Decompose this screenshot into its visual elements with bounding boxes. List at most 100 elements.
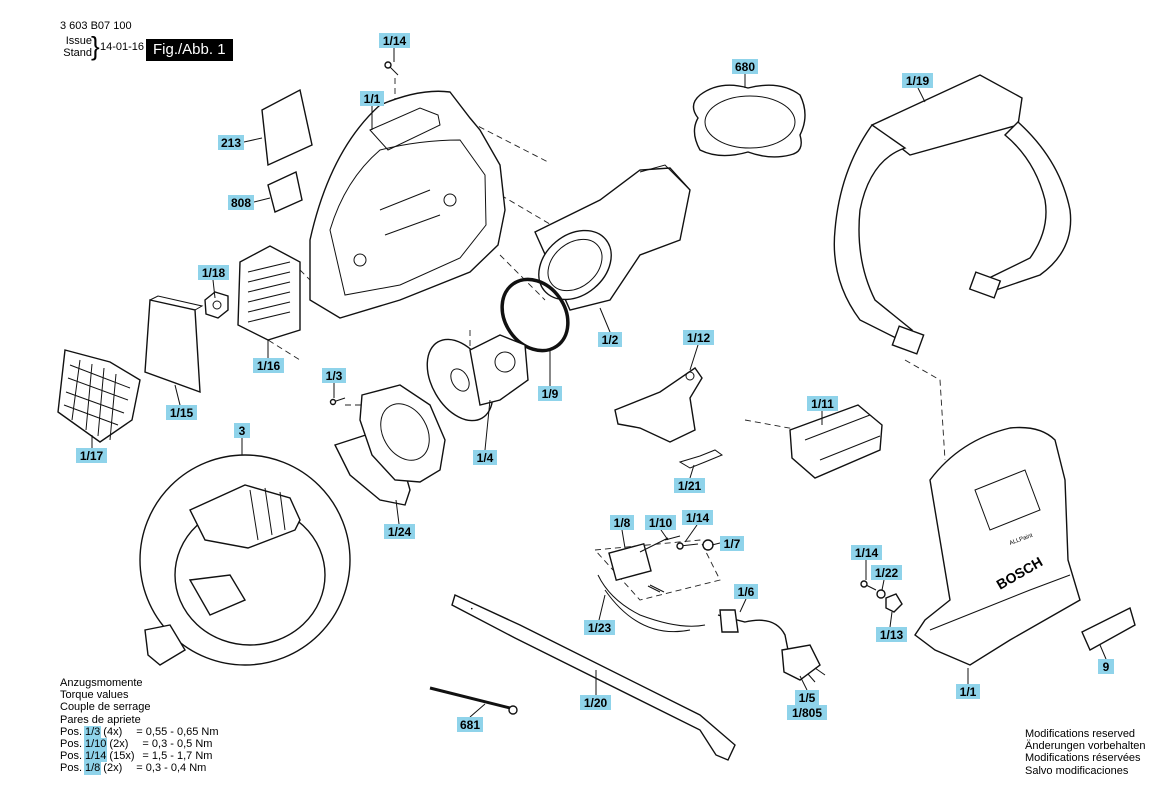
label-1-11: 1/11 [807,396,838,411]
svg-text:213: 213 [221,136,241,150]
screw-1-14-mid [676,542,699,550]
svg-text:1/20: 1/20 [584,696,608,710]
label-1-4: 1/4 [473,450,497,465]
part-1-18-knob [204,291,229,319]
torque-value: = 1,5 - 1,7 Nm [142,750,213,763]
issue-date: 14-01-16 [100,41,145,53]
svg-text:1/21: 1/21 [678,479,702,493]
stand-label: Stand [63,47,92,59]
label-1-21: 1/21 [674,478,705,493]
figure-badge: Fig./Abb. 1 [146,39,233,61]
torque-value: = 0,3 - 0,5 Nm [142,738,213,751]
label-3: 3 [234,423,250,438]
part-808-sticker [267,170,303,213]
issue-label: Issue [65,35,92,47]
part-1-21-clip [678,449,724,469]
svg-text:1/14: 1/14 [383,34,407,48]
part-1-6-power-cable [717,609,791,661]
part-1-24-motor-cover [334,384,446,506]
label-213: 213 [218,135,244,150]
part-680-gasket [692,84,806,158]
label-1-2: 1/2 [598,332,622,347]
svg-text:1/6: 1/6 [738,585,755,599]
label-680: 680 [732,59,758,74]
svg-text:1/14: 1/14 [855,546,879,560]
svg-text:1/4: 1/4 [477,451,494,465]
torque-title-fr: Couple de serrage [60,701,151,714]
torque-qty: (2x) [109,738,129,751]
part-1-20-stick: • [451,594,736,761]
screw-1-3 [329,397,346,406]
torque-qty: (4x) [103,725,123,738]
torque-ref: 1/3 [84,725,102,739]
part-1-13-nut [885,593,903,613]
label-1-14-top: 1/14 [379,33,410,48]
label-1-19: 1/19 [902,73,933,88]
doc-number: 3 603 B07 100 [60,20,132,32]
svg-text:1/10: 1/10 [649,516,673,530]
modifications-en: Modifications reserved [1025,728,1136,740]
torque-value: = 0,55 - 0,65 Nm [136,725,219,738]
svg-text:1/1: 1/1 [364,92,381,106]
torque-title-en: Torque values [60,689,129,702]
header-brace: } [91,31,100,61]
torque-row: Pos. 1/3 (4x) = 0,55 - 0,65 Nm [60,725,219,739]
label-1-8: 1/8 [610,515,634,530]
torque-qty: (15x) [109,750,135,763]
part-1-9-o-ring [500,277,570,353]
svg-text:1/5: 1/5 [799,691,816,705]
svg-text:3: 3 [239,424,246,438]
modifications-fr: Modifications réservées [1025,752,1141,765]
svg-text:1/17: 1/17 [80,449,104,463]
torque-row: Pos. 1/10 (2x) = 0,3 - 0,5 Nm [60,738,219,751]
leader-lines [91,48,1107,718]
part-1-4-fan-motor [426,334,529,422]
svg-text:1/12: 1/12 [687,331,711,345]
svg-text:808: 808 [231,196,251,210]
label-1-9: 1/9 [538,386,562,401]
label-1-14-right: 1/14 [851,545,882,560]
label-1-22: 1/22 [871,565,902,580]
svg-text:1/7: 1/7 [724,537,741,551]
label-681: 681 [457,717,483,732]
label-9: 9 [1098,659,1114,674]
torque-values-table: Anzugsmomente Torque values Couple de se… [60,677,219,775]
part-1-8-switch-assembly [597,537,706,633]
part-1-5-plug [781,644,826,683]
torque-ref: 1/10 [84,738,108,751]
label-1-17: 1/17 [76,448,107,463]
modifications-de: Änderungen vorbehalten [1025,740,1146,753]
svg-text:1/2: 1/2 [602,333,619,347]
torque-title-de: Anzugsmomente [60,677,143,689]
svg-text:1/24: 1/24 [388,525,412,539]
torque-ref: 1/14 [84,750,108,763]
part-213-label-card [261,88,313,167]
label-808: 808 [228,195,254,210]
svg-text:1/14: 1/14 [686,511,710,525]
torque-title-es: Pares de apriete [60,713,141,726]
label-1-23: 1/23 [584,620,615,635]
torque-pos: Pos. [60,750,83,763]
modifications-notice: Modifications reserved Änderungen vorbeh… [1025,728,1145,777]
label-1-1-top: 1/1 [360,91,384,106]
torque-row: Pos. 1/14 (15x) = 1,5 - 1,7 Nm [60,750,219,763]
label-1-1-bottom: 1/1 [956,684,980,699]
part-3-hose [139,454,351,666]
svg-text:1/805: 1/805 [792,706,822,720]
svg-text:1/13: 1/13 [880,628,904,642]
label-1-14-mid: 1/14 [682,510,713,525]
torque-row: Pos. 1/8 (2x) = 0,3 - 0,4 Nm [60,762,219,775]
torque-ref: 1/8 [84,762,102,775]
svg-text:1/19: 1/19 [906,74,930,88]
part-681-brush [429,686,518,715]
svg-text:1/3: 1/3 [326,369,343,383]
torque-pos: Pos. [60,738,83,751]
part-1-1-housing-right: BOSCH ALLPaint [914,426,1081,666]
screw-1-14-top [384,61,399,76]
svg-text:1/15: 1/15 [170,406,194,420]
svg-text:1/9: 1/9 [542,387,559,401]
label-1-6: 1/6 [734,584,758,599]
part-1-22-washer [876,589,886,599]
svg-text:1/23: 1/23 [588,621,612,635]
